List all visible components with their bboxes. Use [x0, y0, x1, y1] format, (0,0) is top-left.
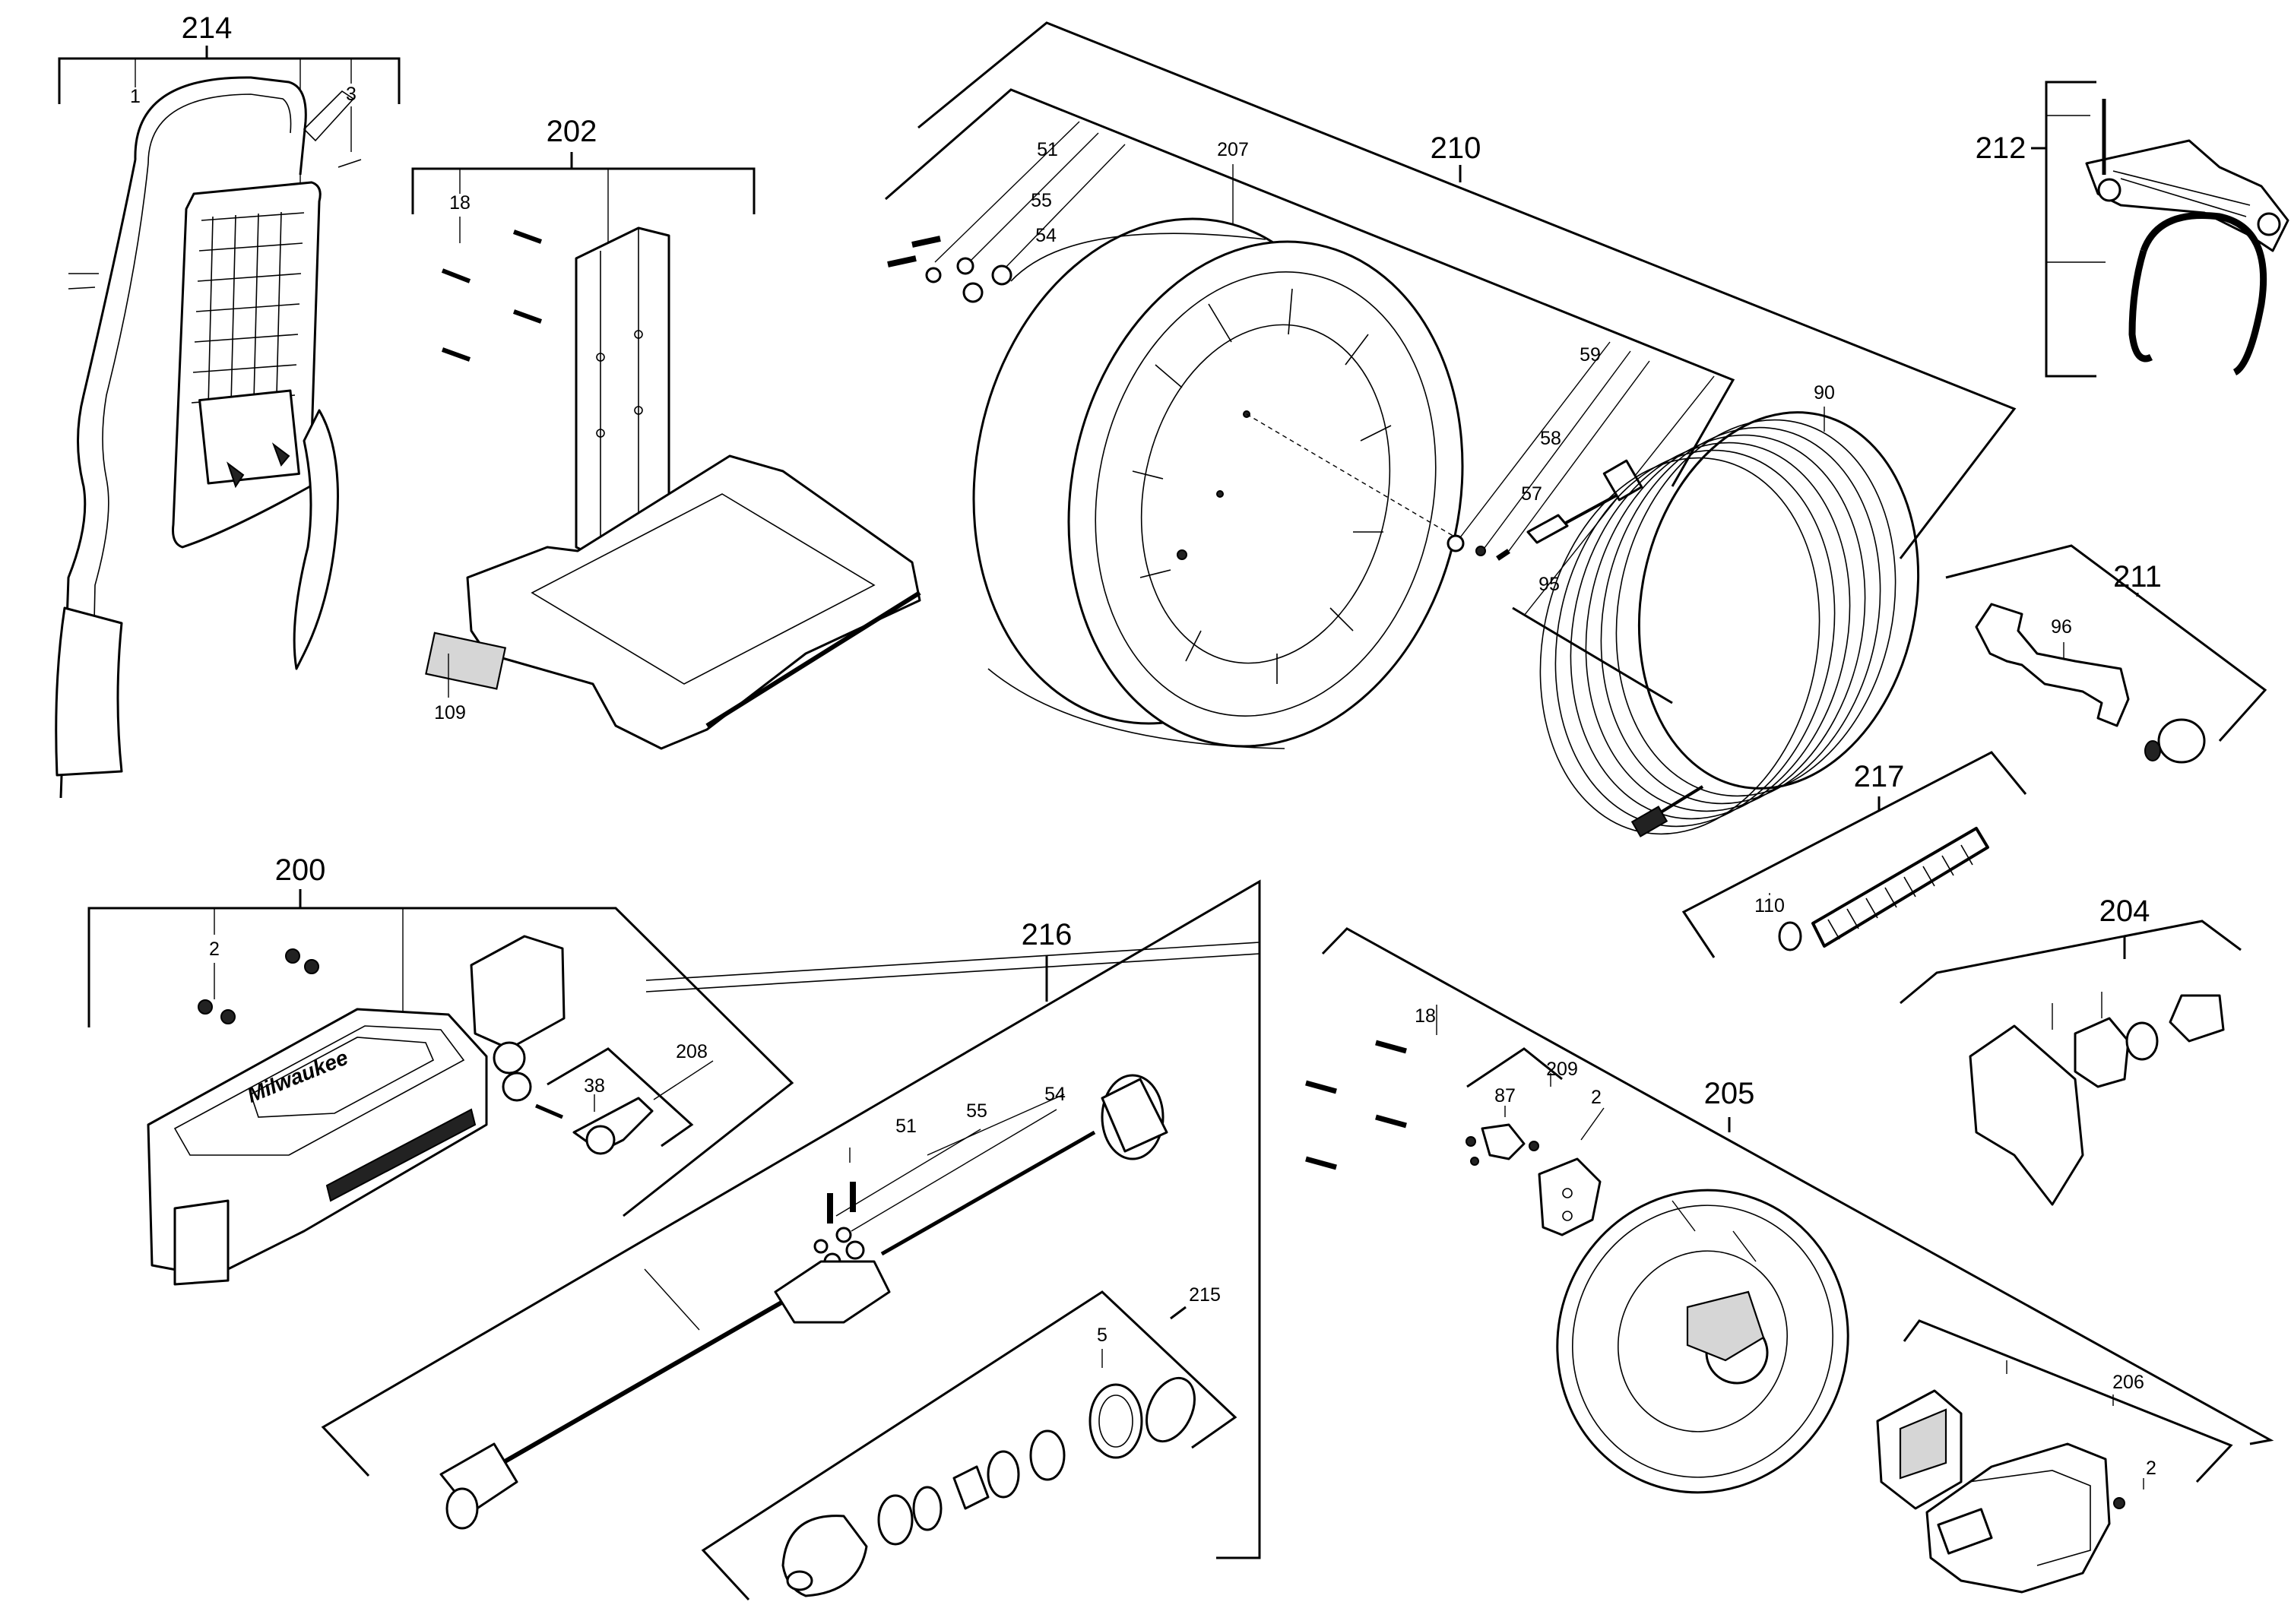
label-54-drum: 54 [1035, 225, 1057, 246]
waist-strap [55, 606, 123, 777]
bracket-212 [2045, 81, 2096, 378]
label-217: 217 [1854, 760, 1905, 793]
nozzle-cone [1969, 1024, 2084, 1206]
screws-18-hub [1305, 1040, 1407, 1170]
reel-drum [972, 217, 1464, 749]
label-5: 5 [1097, 1325, 1107, 1346]
group-210: 210 207 51 55 54 59 58 [885, 21, 2017, 837]
label-96: 96 [2051, 616, 2072, 638]
label-215: 215 [1189, 1284, 1221, 1306]
label-206: 206 [2112, 1372, 2144, 1393]
frame-tube [134, 76, 307, 176]
bracket-217 [1681, 751, 2027, 958]
group-202: 202 18 109 [411, 115, 921, 750]
label-87: 87 [1494, 1085, 1516, 1106]
group-214: 214 1 3 [55, 11, 401, 799]
hose-coupler [774, 1260, 891, 1324]
nozzle-nut [1088, 1383, 1143, 1459]
o-ring-110 [1778, 921, 1802, 951]
label-59: 59 [1580, 344, 1601, 366]
o-ring-5 [1146, 1376, 1196, 1443]
group-211: 211 96 [1945, 544, 2267, 764]
label-211: 211 [2113, 560, 2162, 594]
label-205: 205 [1704, 1077, 1755, 1110]
wrench-96 [1975, 603, 2130, 727]
group-217: 217 110 [1681, 751, 2027, 958]
label-210: 210 [1431, 131, 1481, 165]
label-202: 202 [547, 115, 597, 148]
nozzle-tip [2169, 994, 2225, 1043]
label-38: 38 [584, 1075, 605, 1097]
group-215: 215 5 [701, 1284, 1237, 1601]
group-206: 206 2 [1876, 1319, 2233, 1594]
bracket-208 [547, 1047, 694, 1148]
drum-fasteners [887, 236, 1012, 303]
label-55-hose: 55 [966, 1100, 987, 1122]
group-205: 205 18 209 87 2 [1305, 927, 2274, 1494]
label-2-hub: 2 [1591, 1087, 1602, 1108]
label-216: 216 [1022, 918, 1073, 951]
nozzle-jet [2074, 1017, 2130, 1088]
stand-base [466, 454, 921, 750]
label-58: 58 [1540, 428, 1561, 449]
label-214: 214 [182, 11, 233, 45]
bracket-216 [321, 879, 1261, 1559]
label-212: 212 [1976, 131, 2026, 165]
label-51-drum: 51 [1037, 139, 1058, 160]
bracket-202 [411, 167, 756, 214]
nozzle-cap [2157, 718, 2206, 764]
label-209: 209 [1546, 1059, 1578, 1080]
label-2-housing: 2 [209, 939, 220, 960]
bracket-211 [1945, 544, 2267, 742]
bracket-206 [1903, 1319, 2233, 1483]
label-2-housing-206: 2 [2146, 1458, 2156, 1479]
group-212: 212 [1976, 81, 2289, 378]
shoulder-strap [293, 409, 339, 670]
label-200: 200 [275, 853, 326, 887]
label-109: 109 [434, 702, 466, 723]
group-200: 200 2 Milwaukee 208 38 [87, 853, 794, 1286]
bracket-205 [1321, 927, 2274, 1445]
bracket-209 [1466, 1047, 1563, 1088]
cable-guide-hose [2140, 211, 2267, 376]
label-1: 1 [130, 86, 141, 107]
honeycomb-pattern [191, 211, 305, 472]
label-207: 207 [1217, 139, 1249, 160]
label-3: 3 [346, 84, 356, 105]
label-55-drum: 55 [1031, 190, 1052, 211]
label-90: 90 [1814, 382, 1835, 404]
label-18-hub: 18 [1415, 1005, 1436, 1027]
bracket-200 [87, 907, 794, 1217]
label-95: 95 [1538, 574, 1560, 595]
bracket-210-inner [885, 88, 1735, 487]
battery-housing [147, 1008, 488, 1278]
screws-18 [441, 230, 543, 362]
label-18-stand: 18 [449, 192, 471, 214]
battery-connector [470, 935, 566, 1050]
bracket-204 [1900, 920, 2242, 1005]
group-216: 216 51 55 54 [321, 879, 1261, 1559]
bracket-210 [917, 21, 2017, 559]
battery-mount [198, 389, 300, 485]
group-204: 204 [1900, 894, 2242, 1206]
label-57: 57 [1521, 483, 1542, 505]
hose-fasteners [813, 1182, 865, 1271]
label-204: 204 [2099, 894, 2150, 928]
label-208: 208 [676, 1041, 708, 1062]
screws-2-housing [198, 948, 319, 1024]
back-panel [172, 181, 322, 549]
bracket-214 [58, 57, 401, 104]
label-110: 110 [1754, 895, 1785, 916]
jet-insert [1029, 1429, 1066, 1481]
bracket-215 [701, 1290, 1237, 1601]
label-109-sticker [425, 632, 507, 690]
label-51-hose: 51 [895, 1116, 917, 1137]
knob-87 [1481, 1123, 1526, 1160]
